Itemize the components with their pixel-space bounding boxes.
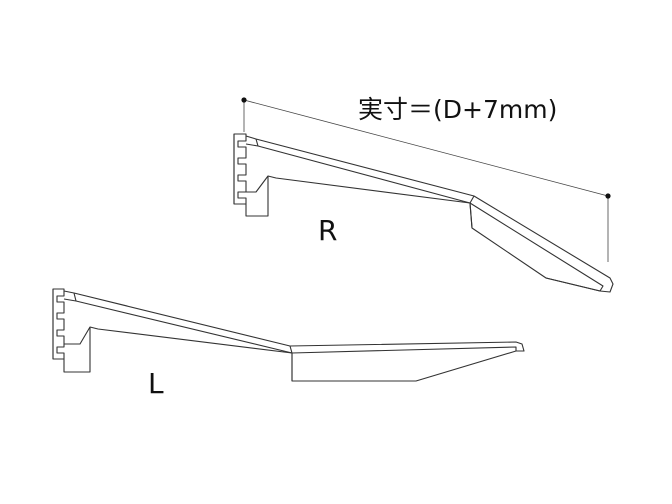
bracket-right-rim-bend — [469, 195, 475, 204]
dimension-label: 実寸＝(D+7mm) — [358, 95, 558, 124]
dimension-main-line — [243, 99, 609, 197]
bracket-left — [52, 288, 525, 382]
bracket-right — [233, 133, 614, 293]
bracket-right-label: R — [318, 214, 338, 247]
bracket-left-body — [64, 326, 517, 382]
bracket-right-hook-plate — [233, 133, 247, 205]
bracket-right-body — [246, 175, 601, 292]
bracket-left-lower-web — [63, 327, 91, 373]
bracket-right-tip-bottom — [545, 277, 601, 292]
bracket-right-rim-end — [255, 138, 259, 147]
dimension-left-dot — [241, 97, 247, 103]
bracket-left-rim-bend — [289, 345, 293, 354]
bracket-left-top-rim — [63, 290, 525, 354]
bracket-right-lower-web — [245, 176, 269, 217]
dimension-line — [241, 97, 611, 262]
bracket-right-top-rim — [245, 135, 614, 293]
bracket-left-rim-end — [73, 292, 77, 302]
bracket-right-bend-crease — [469, 202, 473, 229]
dimension-right-dot — [605, 193, 611, 199]
bracket-left-hook-plate — [52, 288, 65, 360]
bracket-left-label: L — [148, 367, 164, 400]
